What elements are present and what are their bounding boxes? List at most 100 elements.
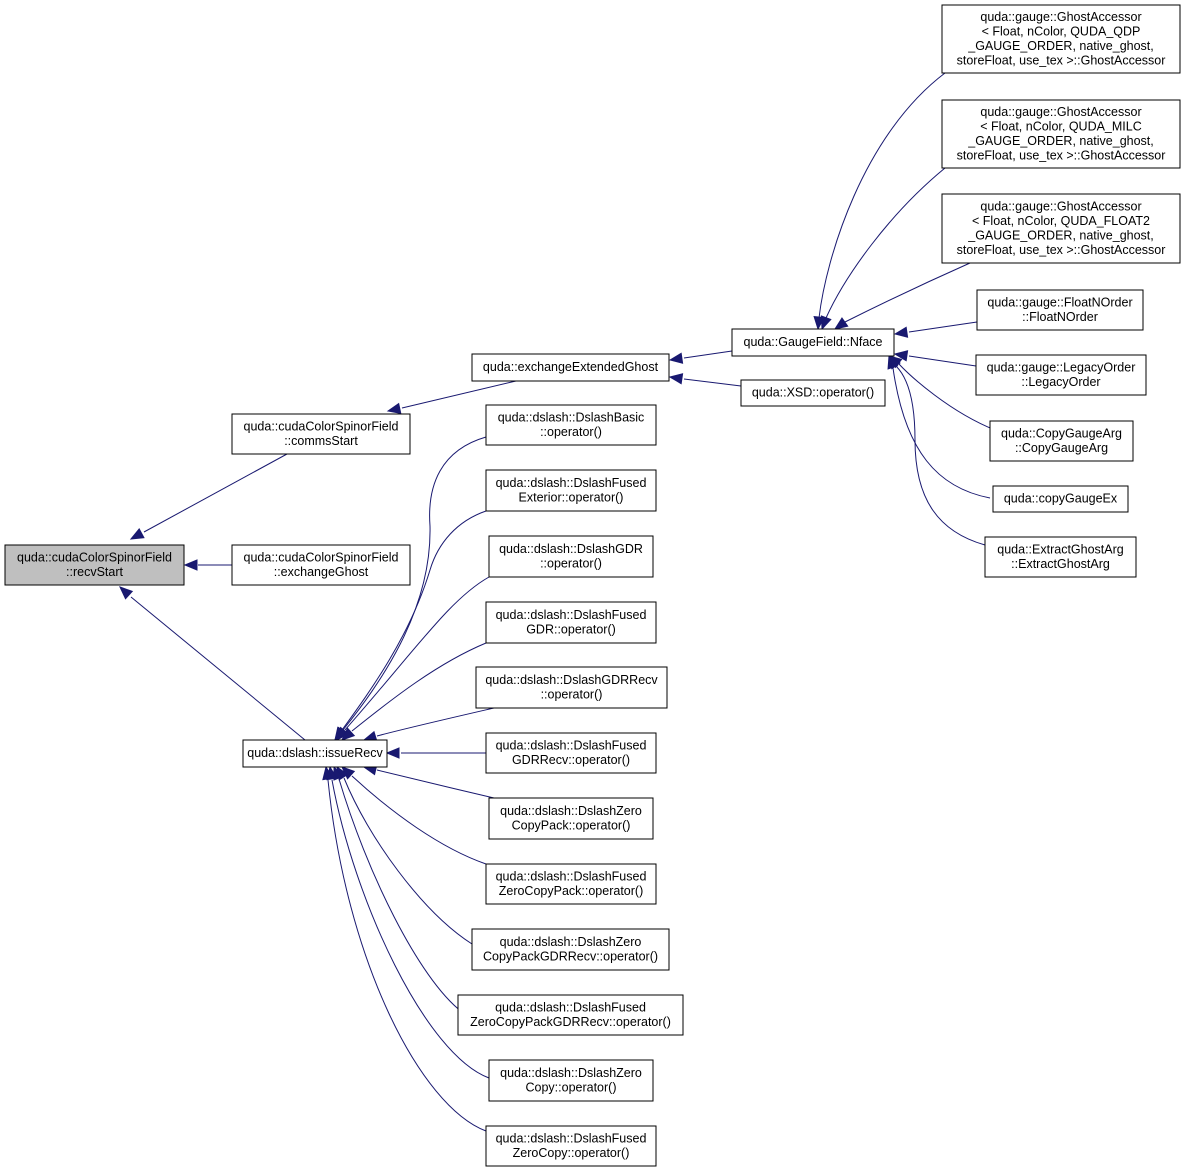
node-box bbox=[740, 379, 886, 407]
node-label-line: quda::dslash::DslashBasic bbox=[498, 410, 645, 424]
node-box bbox=[941, 99, 1181, 169]
edge-line bbox=[338, 778, 463, 1013]
node-d_fusedGdrRecv[interactable]: quda::dslash::DslashFusedGDRRecv::operat… bbox=[485, 732, 657, 774]
edge-d_gdr-to-issueRecv bbox=[336, 576, 490, 742]
node-commsStart[interactable]: quda::cudaColorSpinorField::commsStart bbox=[231, 413, 411, 455]
arrowhead bbox=[341, 727, 356, 741]
node-label-line: quda::dslash::DslashGDR bbox=[499, 542, 643, 556]
edge-floatN-to-nface bbox=[893, 321, 978, 338]
node-box bbox=[4, 544, 185, 586]
edge-line bbox=[343, 777, 473, 945]
edge-line bbox=[351, 775, 487, 865]
edge-line bbox=[908, 355, 977, 367]
arrowhead bbox=[183, 559, 198, 571]
node-d_zcPackGdr[interactable]: quda::dslash::DslashZeroCopyPackGDRRecv:… bbox=[471, 928, 670, 971]
node-label-line: ::exchangeGhost bbox=[274, 565, 369, 579]
edge-d_zcPackGdr-to-issueRecv bbox=[336, 765, 473, 945]
node-label-line: quda::gauge::GhostAccessor bbox=[980, 105, 1141, 119]
node-d_fusedExt[interactable]: quda::dslash::DslashFusedExterior::opera… bbox=[485, 469, 657, 512]
node-d_fusedZc[interactable]: quda::dslash::DslashFusedZeroCopy::opera… bbox=[485, 1125, 657, 1167]
node-label-line: ::operator() bbox=[540, 557, 602, 571]
node-d_gdr[interactable]: quda::dslash::DslashGDR::operator() bbox=[488, 535, 654, 578]
edge-ga_milc-to-nface bbox=[820, 167, 946, 331]
node-label-line: quda::GaugeField::Nface bbox=[744, 335, 883, 349]
node-label-line: < Float, nColor, QUDA_QDP bbox=[982, 24, 1141, 38]
node-label-line: _GAUGE_ORDER, native_ghost, bbox=[967, 134, 1154, 148]
node-box bbox=[485, 469, 657, 512]
node-box bbox=[488, 1059, 654, 1102]
node-d_gdrRecv[interactable]: quda::dslash::DslashGDRRecv::operator() bbox=[475, 666, 668, 709]
edge-line bbox=[818, 72, 946, 319]
node-label-line: quda::ExtractGhostArg bbox=[997, 542, 1124, 556]
node-exchangeGhost[interactable]: quda::cudaColorSpinorField::exchangeGhos… bbox=[231, 544, 411, 586]
node-label-line: CopyPackGDRRecv::operator() bbox=[483, 950, 658, 964]
node-legacy[interactable]: quda::gauge::LegacyOrder::LegacyOrder bbox=[975, 354, 1147, 396]
node-d_fusedZcPack[interactable]: quda::dslash::DslashFusedZeroCopyPack::o… bbox=[485, 863, 657, 905]
node-ga_milc[interactable]: quda::gauge::GhostAccessor< Float, nColo… bbox=[941, 99, 1181, 169]
node-exchangeExtendedGhost[interactable]: quda::exchangeExtendedGhost bbox=[471, 353, 670, 382]
node-nface[interactable]: quda::GaugeField::Nface bbox=[731, 328, 895, 357]
node-label-line: quda::dslash::DslashZero bbox=[500, 804, 642, 818]
node-label-line: ::recvStart bbox=[66, 565, 123, 579]
node-label-line: < Float, nColor, QUDA_FLOAT2 bbox=[972, 214, 1150, 228]
edge-line bbox=[892, 367, 991, 499]
node-label-line: Exterior::operator() bbox=[519, 491, 624, 505]
node-label-line: Copy::operator() bbox=[525, 1081, 616, 1095]
node-copyGaugeEx[interactable]: quda::copyGaugeEx bbox=[992, 485, 1129, 513]
node-extractGhostArg[interactable]: quda::ExtractGhostArg::ExtractGhostArg bbox=[984, 536, 1137, 578]
arrowhead bbox=[833, 317, 849, 330]
node-label-line: quda::gauge::FloatNOrder bbox=[987, 295, 1132, 309]
arrowhead bbox=[322, 765, 334, 781]
edge-ga_qdp-to-nface bbox=[813, 72, 946, 331]
node-label-line: _GAUGE_ORDER, native_ghost, bbox=[967, 39, 1154, 53]
nodes-layer: quda::cudaColorSpinorField::recvStartqud… bbox=[4, 4, 1181, 1167]
edge-line bbox=[895, 365, 986, 546]
edge-line bbox=[908, 321, 978, 333]
arrowhead bbox=[386, 402, 402, 415]
node-label-line: ::operator() bbox=[541, 688, 603, 702]
edge-issueRecv-to-recvStart bbox=[119, 586, 306, 741]
edge-exchangeExtendedGhost-to-commsStart bbox=[386, 380, 517, 415]
node-copyGaugeArg[interactable]: quda::CopyGaugeArg::CopyGaugeArg bbox=[989, 420, 1134, 462]
node-label-line: quda::dslash::DslashFused bbox=[496, 869, 647, 883]
node-d_zcPack[interactable]: quda::dslash::DslashZeroCopyPack::operat… bbox=[488, 797, 654, 840]
node-box bbox=[475, 666, 668, 709]
node-label-line: quda::CopyGaugeArg bbox=[1001, 426, 1122, 440]
edge-nface-to-exchangeExtendedGhost bbox=[668, 350, 733, 364]
node-label-line: ::commsStart bbox=[284, 434, 358, 448]
edge-line bbox=[376, 769, 495, 799]
node-ga_qdp[interactable]: quda::gauge::GhostAccessor< Float, nColo… bbox=[941, 4, 1181, 74]
node-box bbox=[471, 928, 670, 971]
node-d_basic[interactable]: quda::dslash::DslashBasic::operator() bbox=[485, 404, 657, 446]
node-xsd[interactable]: quda::XSD::operator() bbox=[740, 379, 886, 407]
node-label-line: quda::gauge::GhostAccessor bbox=[980, 199, 1141, 213]
edge-line bbox=[683, 378, 742, 387]
edge-exchangeGhost-to-recvStart bbox=[183, 559, 232, 571]
node-box bbox=[976, 289, 1144, 331]
node-floatN[interactable]: quda::gauge::FloatNOrder::FloatNOrder bbox=[976, 289, 1144, 331]
node-box bbox=[471, 353, 670, 382]
node-issueRecv[interactable]: quda::dslash::issueRecv bbox=[242, 739, 388, 768]
node-label-line: ::LegacyOrder bbox=[1021, 375, 1100, 389]
node-label-line: ::FloatNOrder bbox=[1022, 310, 1098, 324]
node-label-line: quda::dslash::DslashZero bbox=[500, 935, 642, 949]
node-d_fusedZcPackGdr[interactable]: quda::dslash::DslashFusedZeroCopyPackGDR… bbox=[457, 994, 684, 1036]
arrowhead bbox=[385, 747, 400, 759]
node-label-line: quda::cudaColorSpinorField bbox=[244, 550, 399, 564]
node-box bbox=[488, 535, 654, 578]
edge-d_basic-to-issueRecv bbox=[334, 436, 487, 742]
node-box bbox=[989, 420, 1134, 462]
arrowhead bbox=[893, 350, 909, 362]
node-label-line: quda::copyGaugeEx bbox=[1004, 492, 1118, 506]
node-label-line: GDR::operator() bbox=[526, 623, 616, 637]
node-recvStart[interactable]: quda::cudaColorSpinorField::recvStart bbox=[4, 544, 185, 586]
node-box bbox=[457, 994, 684, 1036]
node-box bbox=[242, 739, 388, 768]
node-box bbox=[992, 485, 1129, 513]
node-ga_float2[interactable]: quda::gauge::GhostAccessor< Float, nColo… bbox=[941, 193, 1181, 264]
node-label-line: quda::dslash::issueRecv bbox=[247, 746, 383, 760]
node-label-line: quda::dslash::DslashGDRRecv bbox=[485, 673, 658, 687]
node-box bbox=[231, 544, 411, 586]
